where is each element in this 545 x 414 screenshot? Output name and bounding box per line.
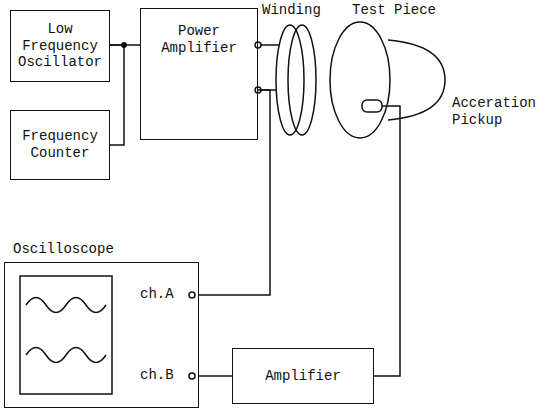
box-label: Low Frequency Oscillator	[17, 21, 103, 71]
test-piece-dome	[388, 40, 445, 120]
signal-wire	[199, 90, 270, 295]
pickup-wire	[374, 106, 400, 376]
block-box: Low Frequency Oscillator	[10, 10, 110, 82]
block-box: Amplifier	[232, 348, 374, 404]
channel-label: ch.B	[140, 367, 186, 384]
coil-wire	[261, 44, 279, 46]
terminal	[255, 42, 261, 48]
coil-loop	[288, 25, 316, 135]
signal-wire	[199, 375, 232, 377]
coil-loop	[276, 25, 304, 135]
box-heading: Oscilloscope	[13, 241, 114, 258]
terminal	[189, 292, 195, 298]
box-label: Amplifier	[265, 368, 341, 385]
junction-dot	[121, 42, 127, 48]
box-label: Power Amplifier	[147, 23, 251, 57]
waveform	[26, 298, 106, 313]
block-box: Frequency Counter	[10, 110, 110, 180]
terminal	[189, 373, 195, 379]
scope-screen	[20, 276, 112, 394]
signal-wire	[110, 45, 124, 145]
waveform	[26, 348, 106, 363]
part-label: Winding	[262, 2, 342, 19]
box-label: Frequency Counter	[17, 128, 103, 162]
block-box: Power Amplifier	[140, 8, 258, 140]
channel-label: ch.A	[140, 286, 186, 303]
acceleration-pickup	[362, 100, 382, 112]
test-piece-disk	[330, 22, 390, 138]
part-label: Test Piece	[352, 2, 452, 19]
part-label: Acceration Pickup	[452, 95, 540, 129]
block-box: Oscilloscope	[4, 262, 199, 408]
